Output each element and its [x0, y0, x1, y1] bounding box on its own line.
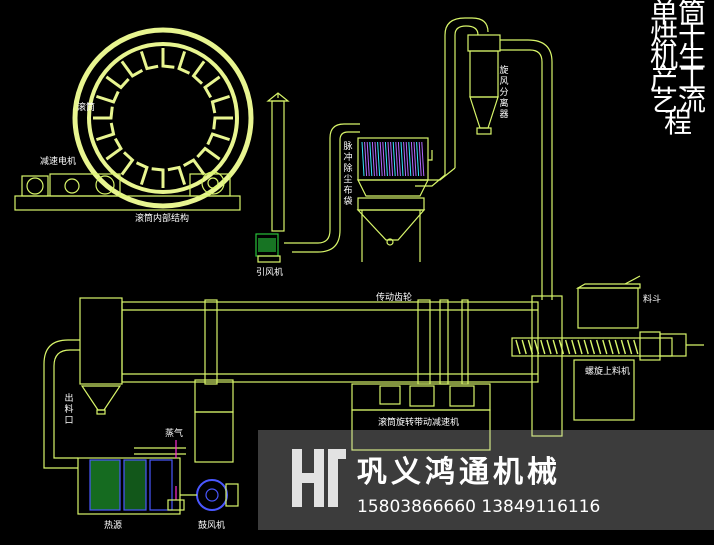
heat-source: [77, 440, 186, 515]
blower: [180, 479, 239, 511]
drum-fin: [177, 50, 191, 75]
drum-fin: [105, 75, 130, 90]
screw-flight: [540, 339, 546, 355]
diagram-title: 单筒烘干机生产工艺流程: [650, 0, 707, 139]
screw-flight: [583, 339, 589, 355]
filter-bag: [377, 141, 381, 177]
filter-bag: [384, 141, 388, 177]
drum-fin: [95, 90, 120, 104]
drum-fin: [182, 158, 206, 176]
drum-fin: [196, 146, 221, 161]
filter-bag: [379, 141, 383, 177]
filter-bag: [405, 141, 409, 177]
screw-flight: [589, 339, 596, 355]
screw-flight: [552, 339, 558, 355]
screw-flight: [614, 339, 620, 355]
label-steam: 蒸气: [165, 429, 184, 439]
label-reducer-motor: 减速电机: [40, 157, 77, 167]
drum-fin: [191, 60, 206, 85]
label-bag-filter: 脉冲除尘布袋: [343, 142, 353, 207]
label-heat-source: 热源: [104, 521, 123, 531]
screw-flight: [608, 339, 614, 355]
drum-fin: [206, 132, 231, 146]
drum-fin: [135, 161, 149, 186]
drum-fin: [161, 48, 175, 69]
label-drum: 滚筒: [77, 103, 96, 113]
filter-bag: [390, 141, 394, 177]
main-drum: [79, 297, 539, 415]
filter-bag: [364, 141, 368, 177]
induced-fan: [255, 92, 290, 263]
screw-flight: [558, 339, 565, 355]
cyclone-separator: [415, 17, 553, 300]
label-blower: 鼓风机: [198, 521, 226, 531]
filter-bag: [382, 141, 386, 177]
screw-flight: [564, 339, 571, 355]
screw-flight: [546, 339, 552, 355]
screw-flight: [626, 339, 633, 355]
filter-bag: [410, 141, 414, 177]
filter-bag: [413, 141, 417, 177]
filter-bag: [418, 141, 422, 177]
screw-flight: [620, 339, 627, 355]
filter-bag: [397, 141, 401, 177]
screw-flight: [527, 339, 534, 355]
drum-fin: [93, 106, 114, 120]
label-hopper: 料斗: [643, 295, 662, 305]
filter-bag: [408, 141, 412, 177]
filter-bag: [403, 141, 407, 177]
drum-fin: [120, 151, 135, 176]
screw-flight: [595, 339, 602, 355]
filter-bag: [369, 141, 373, 177]
screw-flight: [515, 339, 521, 355]
screw-flight: [602, 339, 608, 355]
drum-fin: [167, 165, 187, 186]
filter-bags: [361, 141, 425, 177]
drum-fin: [210, 94, 231, 114]
drum-fin: [151, 167, 165, 188]
filter-bag: [416, 141, 420, 177]
drum-fin: [105, 137, 123, 161]
drum-cross-section: [72, 27, 254, 209]
watermark-phones: 15803866660 13849116116: [357, 497, 601, 517]
drum-fin: [212, 116, 233, 130]
drum-fin: [95, 122, 116, 142]
filter-bag: [366, 141, 370, 177]
filter-bag: [400, 141, 404, 177]
drum-fin: [203, 75, 221, 99]
filter-bag: [395, 141, 399, 177]
drum-fin: [139, 50, 159, 71]
label-drive-gear: 传动齿轮: [376, 293, 413, 303]
screw-flight: [533, 339, 540, 355]
label-cyclone: 旋风分离器: [499, 66, 509, 120]
drum-supports: [194, 379, 491, 463]
drum-fins: [93, 48, 233, 188]
bag-filter: [356, 137, 433, 262]
reducer-motor: [14, 171, 241, 211]
drum-fin: [120, 60, 144, 78]
filter-bag: [392, 141, 396, 177]
screw-flight: [521, 339, 527, 355]
company-logo: [292, 449, 346, 507]
label-screw-feeder: 螺旋上料机: [585, 367, 631, 377]
label-drum-drive: 滚筒旋转带动减速机: [378, 418, 460, 428]
label-drum-internal: 滚筒内部结构: [135, 214, 190, 224]
filter-bag: [387, 141, 391, 177]
screw-flight: [571, 339, 577, 355]
label-induced-fan: 引风机: [256, 268, 284, 278]
filter-bag: [371, 141, 375, 177]
filter-bag: [421, 141, 425, 177]
filter-bag: [361, 141, 365, 177]
screw-flight: [633, 339, 639, 355]
filter-bag: [374, 141, 378, 177]
screw-flight: [577, 339, 583, 355]
label-discharge: 出料口: [64, 394, 74, 426]
watermark-company: 巩义鸿通机械: [357, 455, 561, 490]
screw-feeder-unit: [511, 275, 704, 437]
